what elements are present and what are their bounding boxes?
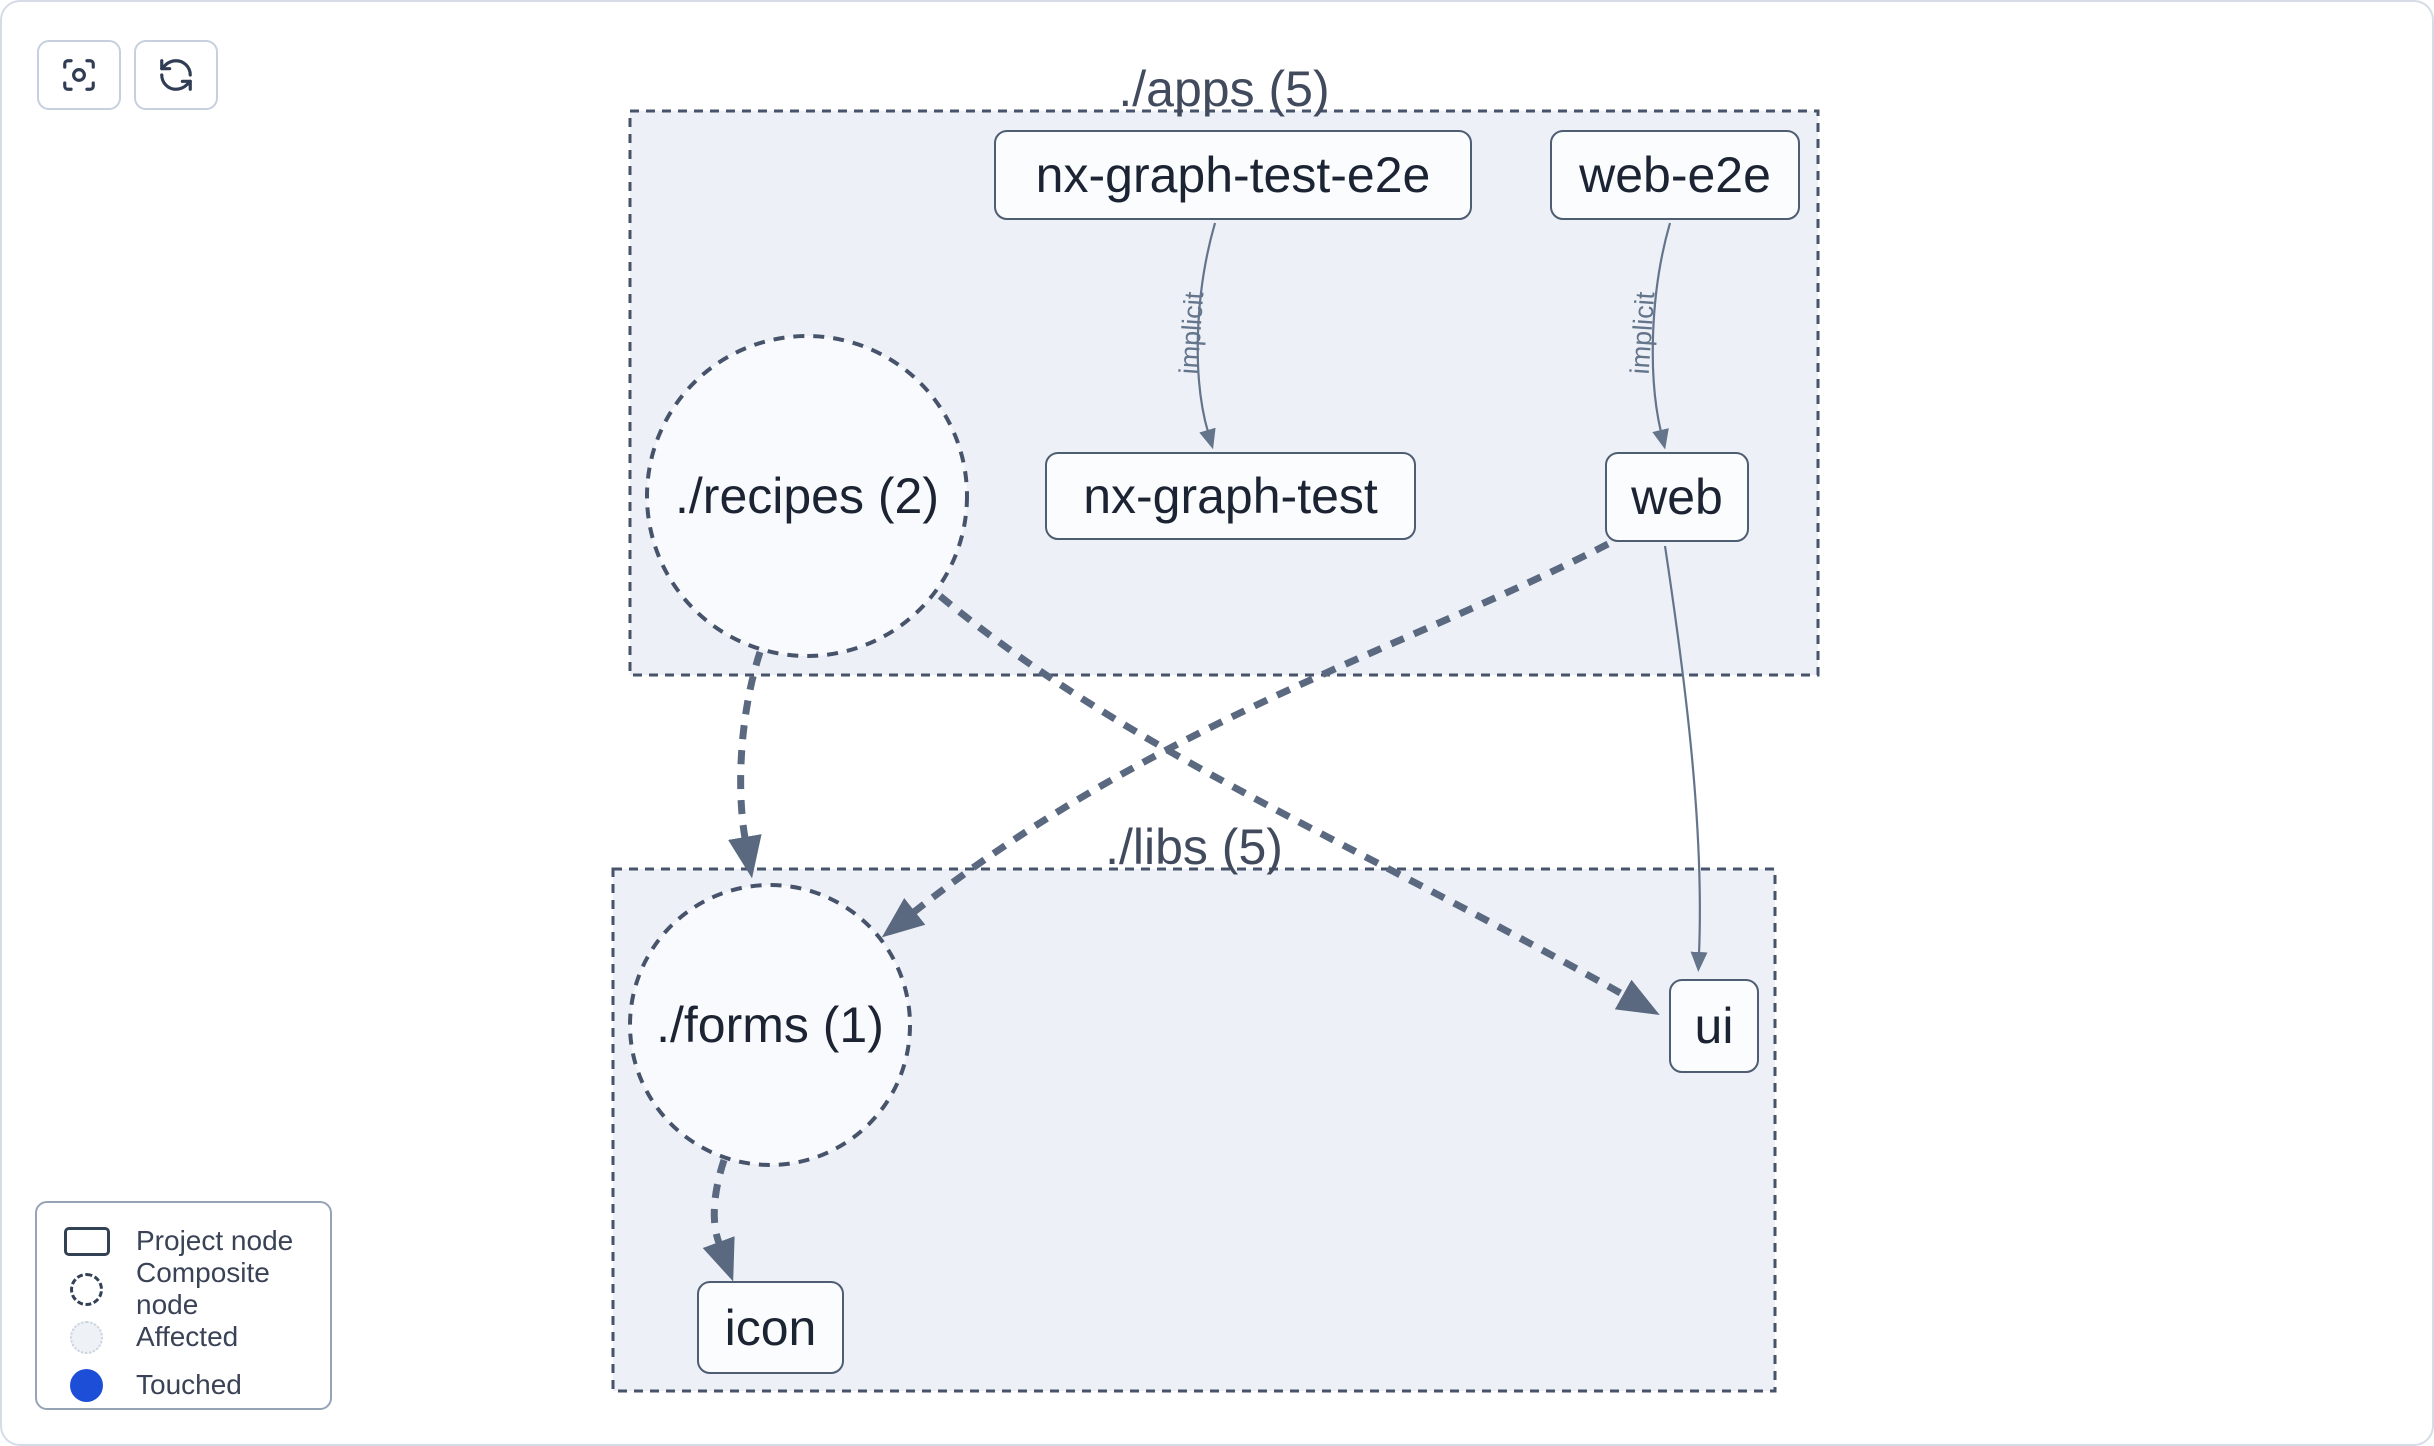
node-web[interactable]: web — [1605, 452, 1749, 542]
edge-label-implicit-2: implicit — [1624, 290, 1661, 376]
touched-swatch — [70, 1368, 103, 1402]
legend-label: Touched — [136, 1369, 242, 1400]
focus-button[interactable] — [37, 40, 121, 110]
node-label: web — [1631, 469, 1723, 525]
legend-label: Project node — [136, 1225, 294, 1256]
apps-group-title: ./apps (5) — [1118, 61, 1330, 117]
composite-label-forms[interactable]: ./forms (1) — [656, 997, 884, 1053]
node-nx-graph-test-e2e[interactable]: nx-graph-test-e2e — [994, 130, 1472, 220]
edge-label-implicit-1: implicit — [1173, 290, 1210, 376]
refresh-icon — [160, 59, 192, 91]
legend: Project node Composite node Affected Tou… — [35, 1201, 332, 1410]
node-label: icon — [724, 1299, 817, 1356]
libs-group-title: ./libs (5) — [1105, 819, 1283, 875]
legend-row-touched: Touched — [37, 1361, 330, 1409]
composite-node-forms[interactable] — [628, 883, 912, 1167]
edge-web-to-ui — [1663, 545, 1708, 972]
node-icon[interactable]: icon — [697, 1281, 844, 1374]
composite-node-swatch — [70, 1272, 103, 1306]
legend-row-affected: Affected — [37, 1313, 330, 1361]
focus-icon — [63, 59, 95, 91]
node-label: web-e2e — [1579, 147, 1771, 203]
composite-label-recipes[interactable]: ./recipes (2) — [675, 468, 939, 524]
node-ui[interactable]: ui — [1669, 979, 1759, 1073]
edge-web-to-forms — [881, 540, 1610, 938]
edge-forms-to-icon — [702, 1158, 735, 1282]
edge-web-e2e-to-web — [1651, 222, 1672, 450]
node-label: nx-graph-test — [1083, 468, 1378, 524]
legend-label: Affected — [136, 1321, 239, 1352]
legend-label: Composite node — [136, 1257, 270, 1320]
edge-recipes-to-ui — [937, 593, 1660, 1016]
node-web-e2e[interactable]: web-e2e — [1550, 130, 1800, 220]
composite-node-recipes[interactable] — [645, 334, 969, 658]
edge-nx-graph-test-e2e-to-nx-graph-test — [1196, 222, 1217, 450]
affected-swatch — [70, 1320, 103, 1354]
legend-row-project: Project node — [37, 1217, 330, 1265]
project-node-swatch — [63, 1226, 110, 1256]
refresh-button[interactable] — [134, 40, 218, 110]
node-label: ui — [1694, 998, 1734, 1054]
legend-row-composite: Composite node — [37, 1257, 330, 1320]
node-label: nx-graph-test-e2e — [1035, 147, 1431, 203]
edge-recipes-to-forms — [728, 650, 764, 879]
node-nx-graph-test[interactable]: nx-graph-test — [1045, 452, 1416, 540]
